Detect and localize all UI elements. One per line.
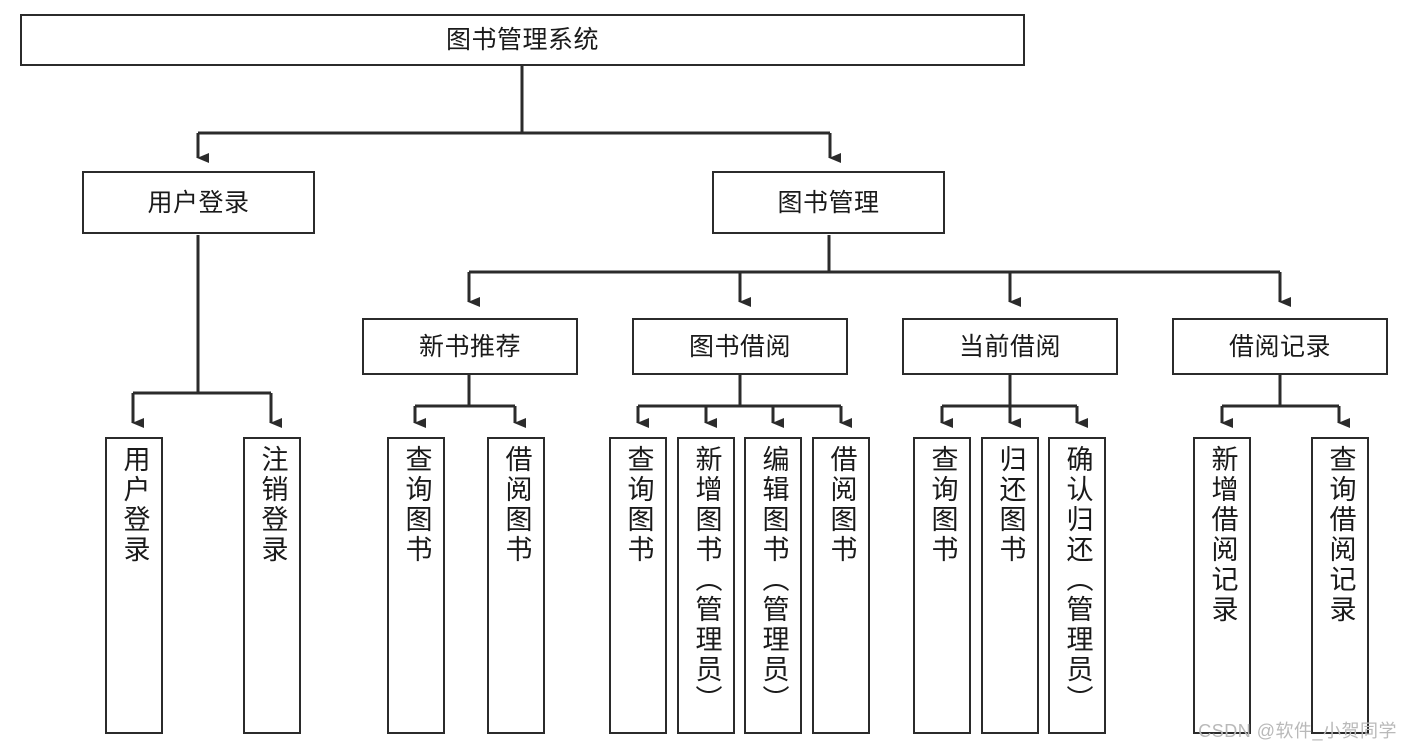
node-root[interactable]: 图书管理系统 — [20, 14, 1025, 66]
node-new-book-recommend[interactable]: 新书推荐 — [362, 318, 578, 375]
node-leaf-borrow-book-2[interactable]: 借阅图书 — [812, 437, 870, 734]
node-leaf-edit-book[interactable]: 编辑图书（管理员） — [744, 437, 802, 734]
node-leaf-user-login[interactable]: 用户登录 — [105, 437, 163, 734]
node-user-login[interactable]: 用户登录 — [82, 171, 315, 234]
node-leaf-borrow-book-1-label: 借阅图书 — [501, 445, 532, 565]
node-leaf-query-book-2-label: 查询图书 — [623, 445, 654, 565]
node-leaf-user-login-label: 用户登录 — [119, 445, 150, 565]
node-leaf-add-record-label: 新增借阅记录 — [1207, 445, 1238, 625]
node-leaf-query-book-3-label: 查询图书 — [927, 445, 958, 565]
node-book-borrow-label: 图书借阅 — [688, 332, 791, 361]
node-leaf-confirm-return[interactable]: 确认归还（管理员） — [1048, 437, 1106, 734]
node-borrow-record-label: 借阅记录 — [1228, 332, 1331, 361]
node-new-book-recommend-label: 新书推荐 — [418, 332, 521, 361]
node-book-borrow[interactable]: 图书借阅 — [632, 318, 848, 375]
node-user-login-label: 用户登录 — [147, 188, 250, 217]
node-leaf-return-book[interactable]: 归还图书 — [981, 437, 1039, 734]
node-leaf-query-record-label: 查询借阅记录 — [1325, 445, 1356, 625]
node-leaf-add-book[interactable]: 新增图书（管理员） — [677, 437, 735, 734]
node-leaf-add-book-label: 新增图书（管理员） — [691, 445, 722, 715]
node-leaf-logout-login[interactable]: 注销登录 — [243, 437, 301, 734]
node-leaf-query-record[interactable]: 查询借阅记录 — [1311, 437, 1369, 734]
node-leaf-add-record[interactable]: 新增借阅记录 — [1193, 437, 1251, 734]
node-book-management[interactable]: 图书管理 — [712, 171, 945, 234]
node-current-borrow-label: 当前借阅 — [958, 332, 1061, 361]
node-leaf-borrow-book-1[interactable]: 借阅图书 — [487, 437, 545, 734]
csdn-watermark: CSDN @软件_小贺同学 — [1198, 721, 1397, 741]
node-leaf-query-book-1-label: 查询图书 — [401, 445, 432, 565]
node-leaf-confirm-return-label: 确认归还（管理员） — [1062, 445, 1093, 715]
node-leaf-return-book-label: 归还图书 — [995, 445, 1026, 565]
node-borrow-record[interactable]: 借阅记录 — [1172, 318, 1388, 375]
node-leaf-borrow-book-2-label: 借阅图书 — [826, 445, 857, 565]
node-leaf-query-book-3[interactable]: 查询图书 — [913, 437, 971, 734]
node-leaf-query-book-1[interactable]: 查询图书 — [387, 437, 445, 734]
node-book-management-label: 图书管理 — [777, 188, 880, 217]
node-leaf-edit-book-label: 编辑图书（管理员） — [758, 445, 789, 715]
node-leaf-logout-login-label: 注销登录 — [257, 445, 288, 565]
node-root-label: 图书管理系统 — [445, 26, 599, 54]
node-current-borrow[interactable]: 当前借阅 — [902, 318, 1118, 375]
node-leaf-query-book-2[interactable]: 查询图书 — [609, 437, 667, 734]
